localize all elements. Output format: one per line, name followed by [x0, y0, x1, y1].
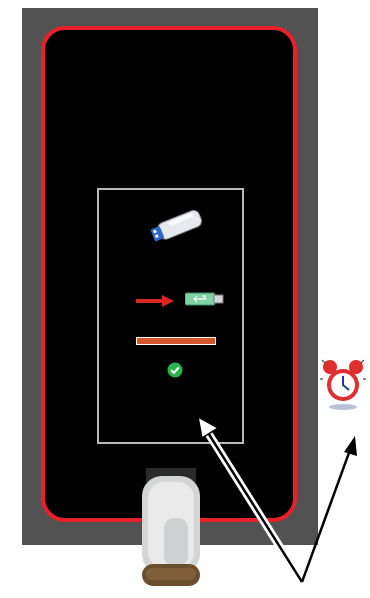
callout-arrow-dialog — [198, 417, 302, 582]
callout-arrow-clock — [302, 436, 357, 582]
